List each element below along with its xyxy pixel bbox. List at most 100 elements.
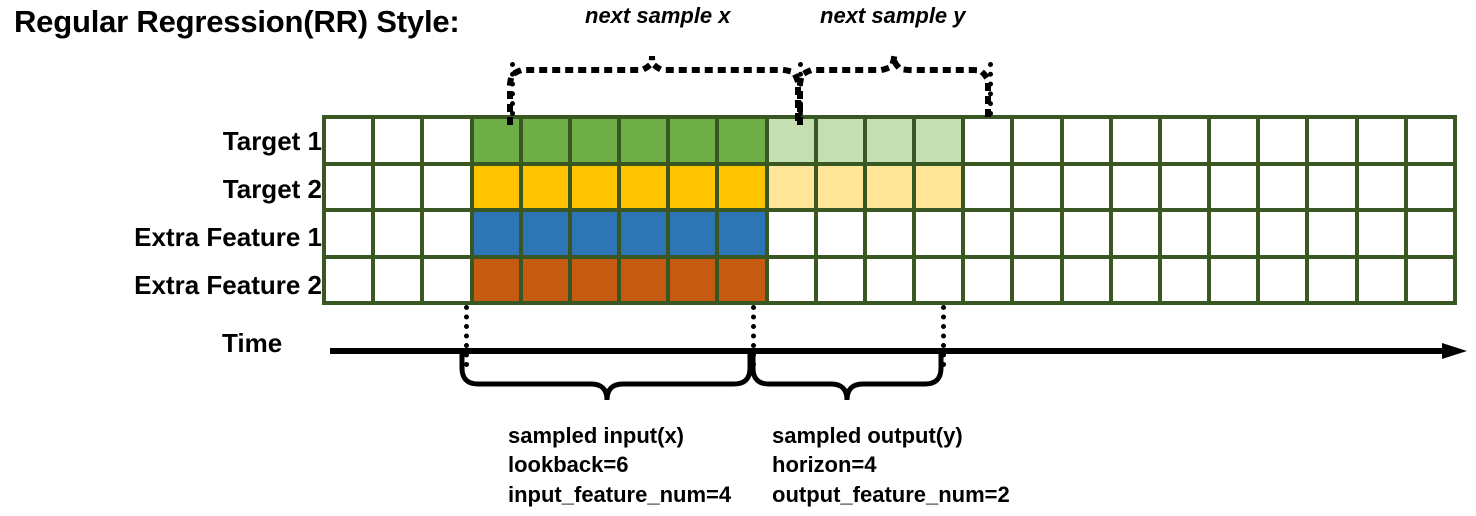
grid-cell	[1309, 258, 1355, 301]
grid-cell	[768, 165, 814, 208]
grid-cell	[1112, 258, 1158, 301]
grid-cell	[571, 119, 618, 162]
grid-cell	[965, 165, 1011, 208]
page-title: Regular Regression(RR) Style:	[14, 4, 460, 39]
grid-cell	[817, 165, 863, 208]
grid-cell	[817, 212, 863, 255]
grid-cell	[670, 258, 716, 301]
grid-cell	[916, 165, 962, 208]
sampled-output-horizon: horizon=4	[772, 452, 877, 478]
grid-cell	[1161, 258, 1208, 301]
grid-cell	[866, 119, 913, 162]
grid-cell	[1014, 119, 1060, 162]
grid-cell	[424, 119, 470, 162]
grid-cell	[1407, 258, 1453, 301]
grid-cell	[522, 212, 568, 255]
grid-cell	[1407, 119, 1453, 162]
grid-cell	[1161, 212, 1208, 255]
grid-cell	[965, 212, 1011, 255]
top-brace-group	[507, 55, 991, 125]
grid-cell	[768, 119, 814, 162]
grid-cell	[670, 212, 716, 255]
row-label-extra-feature-2: Extra Feature 2	[134, 270, 322, 300]
grid-cell	[1063, 119, 1109, 162]
grid-cell	[621, 212, 667, 255]
grid-cell	[916, 258, 962, 301]
grid-cell	[866, 258, 913, 301]
grid-cell	[1358, 258, 1404, 301]
grid-cell	[1112, 212, 1158, 255]
grid-cell	[719, 165, 765, 208]
row-label-extra-feature-1: Extra Feature 1	[134, 222, 322, 252]
grid-cell	[719, 119, 765, 162]
grid-cell	[1161, 119, 1208, 162]
grid-cell	[571, 258, 618, 301]
grid-cell	[1211, 212, 1257, 255]
sampled-output-caption: sampled output(y) horizon=4 output_featu…	[772, 421, 1010, 509]
grid-cell	[1260, 212, 1306, 255]
grid-cell	[965, 258, 1011, 301]
grid-cell	[326, 258, 372, 301]
grid-cell	[719, 212, 765, 255]
grid-cell	[719, 258, 765, 301]
grid-cell	[1161, 165, 1208, 208]
grid-cell	[670, 165, 716, 208]
grid-cell	[866, 212, 913, 255]
grid-cell	[522, 165, 568, 208]
sampled-input-lookback: lookback=6	[508, 452, 629, 478]
grid-cell	[1260, 258, 1306, 301]
timeline-grid	[322, 115, 1457, 305]
grid-cell	[621, 119, 667, 162]
grid-cell	[916, 119, 962, 162]
grid-cell	[1211, 119, 1257, 162]
grid-cell	[1112, 165, 1158, 208]
grid-cell	[326, 119, 372, 162]
grid-row-target-2	[326, 165, 1453, 208]
grid-cell	[1358, 212, 1404, 255]
grid-cell	[375, 165, 421, 208]
guide-line-input-end	[751, 305, 756, 367]
grid-cell	[1112, 119, 1158, 162]
guide-line-input-start	[464, 305, 469, 367]
grid-cell	[1063, 165, 1109, 208]
grid-cell	[1358, 165, 1404, 208]
time-axis-arrow	[330, 343, 1467, 359]
guide-line-output-end	[941, 305, 946, 367]
grid-row-extra-feature-1	[326, 212, 1453, 255]
grid-cell	[424, 212, 470, 255]
grid-cell	[1260, 119, 1306, 162]
sampled-output-feature-num: output_feature_num=2	[772, 481, 1010, 507]
next-sample-x-label: next sample x	[585, 3, 731, 28]
guide-line-top-input-start	[510, 62, 515, 116]
grid-cell	[522, 258, 568, 301]
sampled-input-feature-num: input_feature_num=4	[508, 481, 732, 507]
next-sample-y-label: next sample y	[820, 3, 966, 28]
grid-cell	[768, 212, 814, 255]
grid-cell	[375, 258, 421, 301]
grid-cell	[866, 165, 913, 208]
grid-cell	[424, 165, 470, 208]
grid-cell	[817, 258, 863, 301]
grid-cell	[1309, 212, 1355, 255]
row-label-target-1: Target 1	[222, 126, 322, 156]
sampled-input-caption: sampled input(x) lookback=6 input_featur…	[508, 421, 731, 509]
time-axis-label: Time	[222, 328, 283, 358]
grid-cell	[965, 119, 1011, 162]
grid-cell	[916, 212, 962, 255]
grid-row-extra-feature-2	[326, 258, 1453, 301]
grid-cell	[1358, 119, 1404, 162]
grid-cell	[1260, 165, 1306, 208]
grid-cell	[817, 119, 863, 162]
grid-cell	[473, 212, 519, 255]
grid-cell	[424, 258, 470, 301]
grid-cell	[1014, 165, 1060, 208]
grid-cell	[1014, 212, 1060, 255]
grid-cell	[1309, 165, 1355, 208]
grid-cell	[1407, 165, 1453, 208]
grid-cell	[473, 165, 519, 208]
grid-cell	[670, 119, 716, 162]
grid-cell	[473, 119, 519, 162]
grid-cell	[571, 165, 618, 208]
grid-cell	[1014, 258, 1060, 301]
grid-cell	[1309, 119, 1355, 162]
